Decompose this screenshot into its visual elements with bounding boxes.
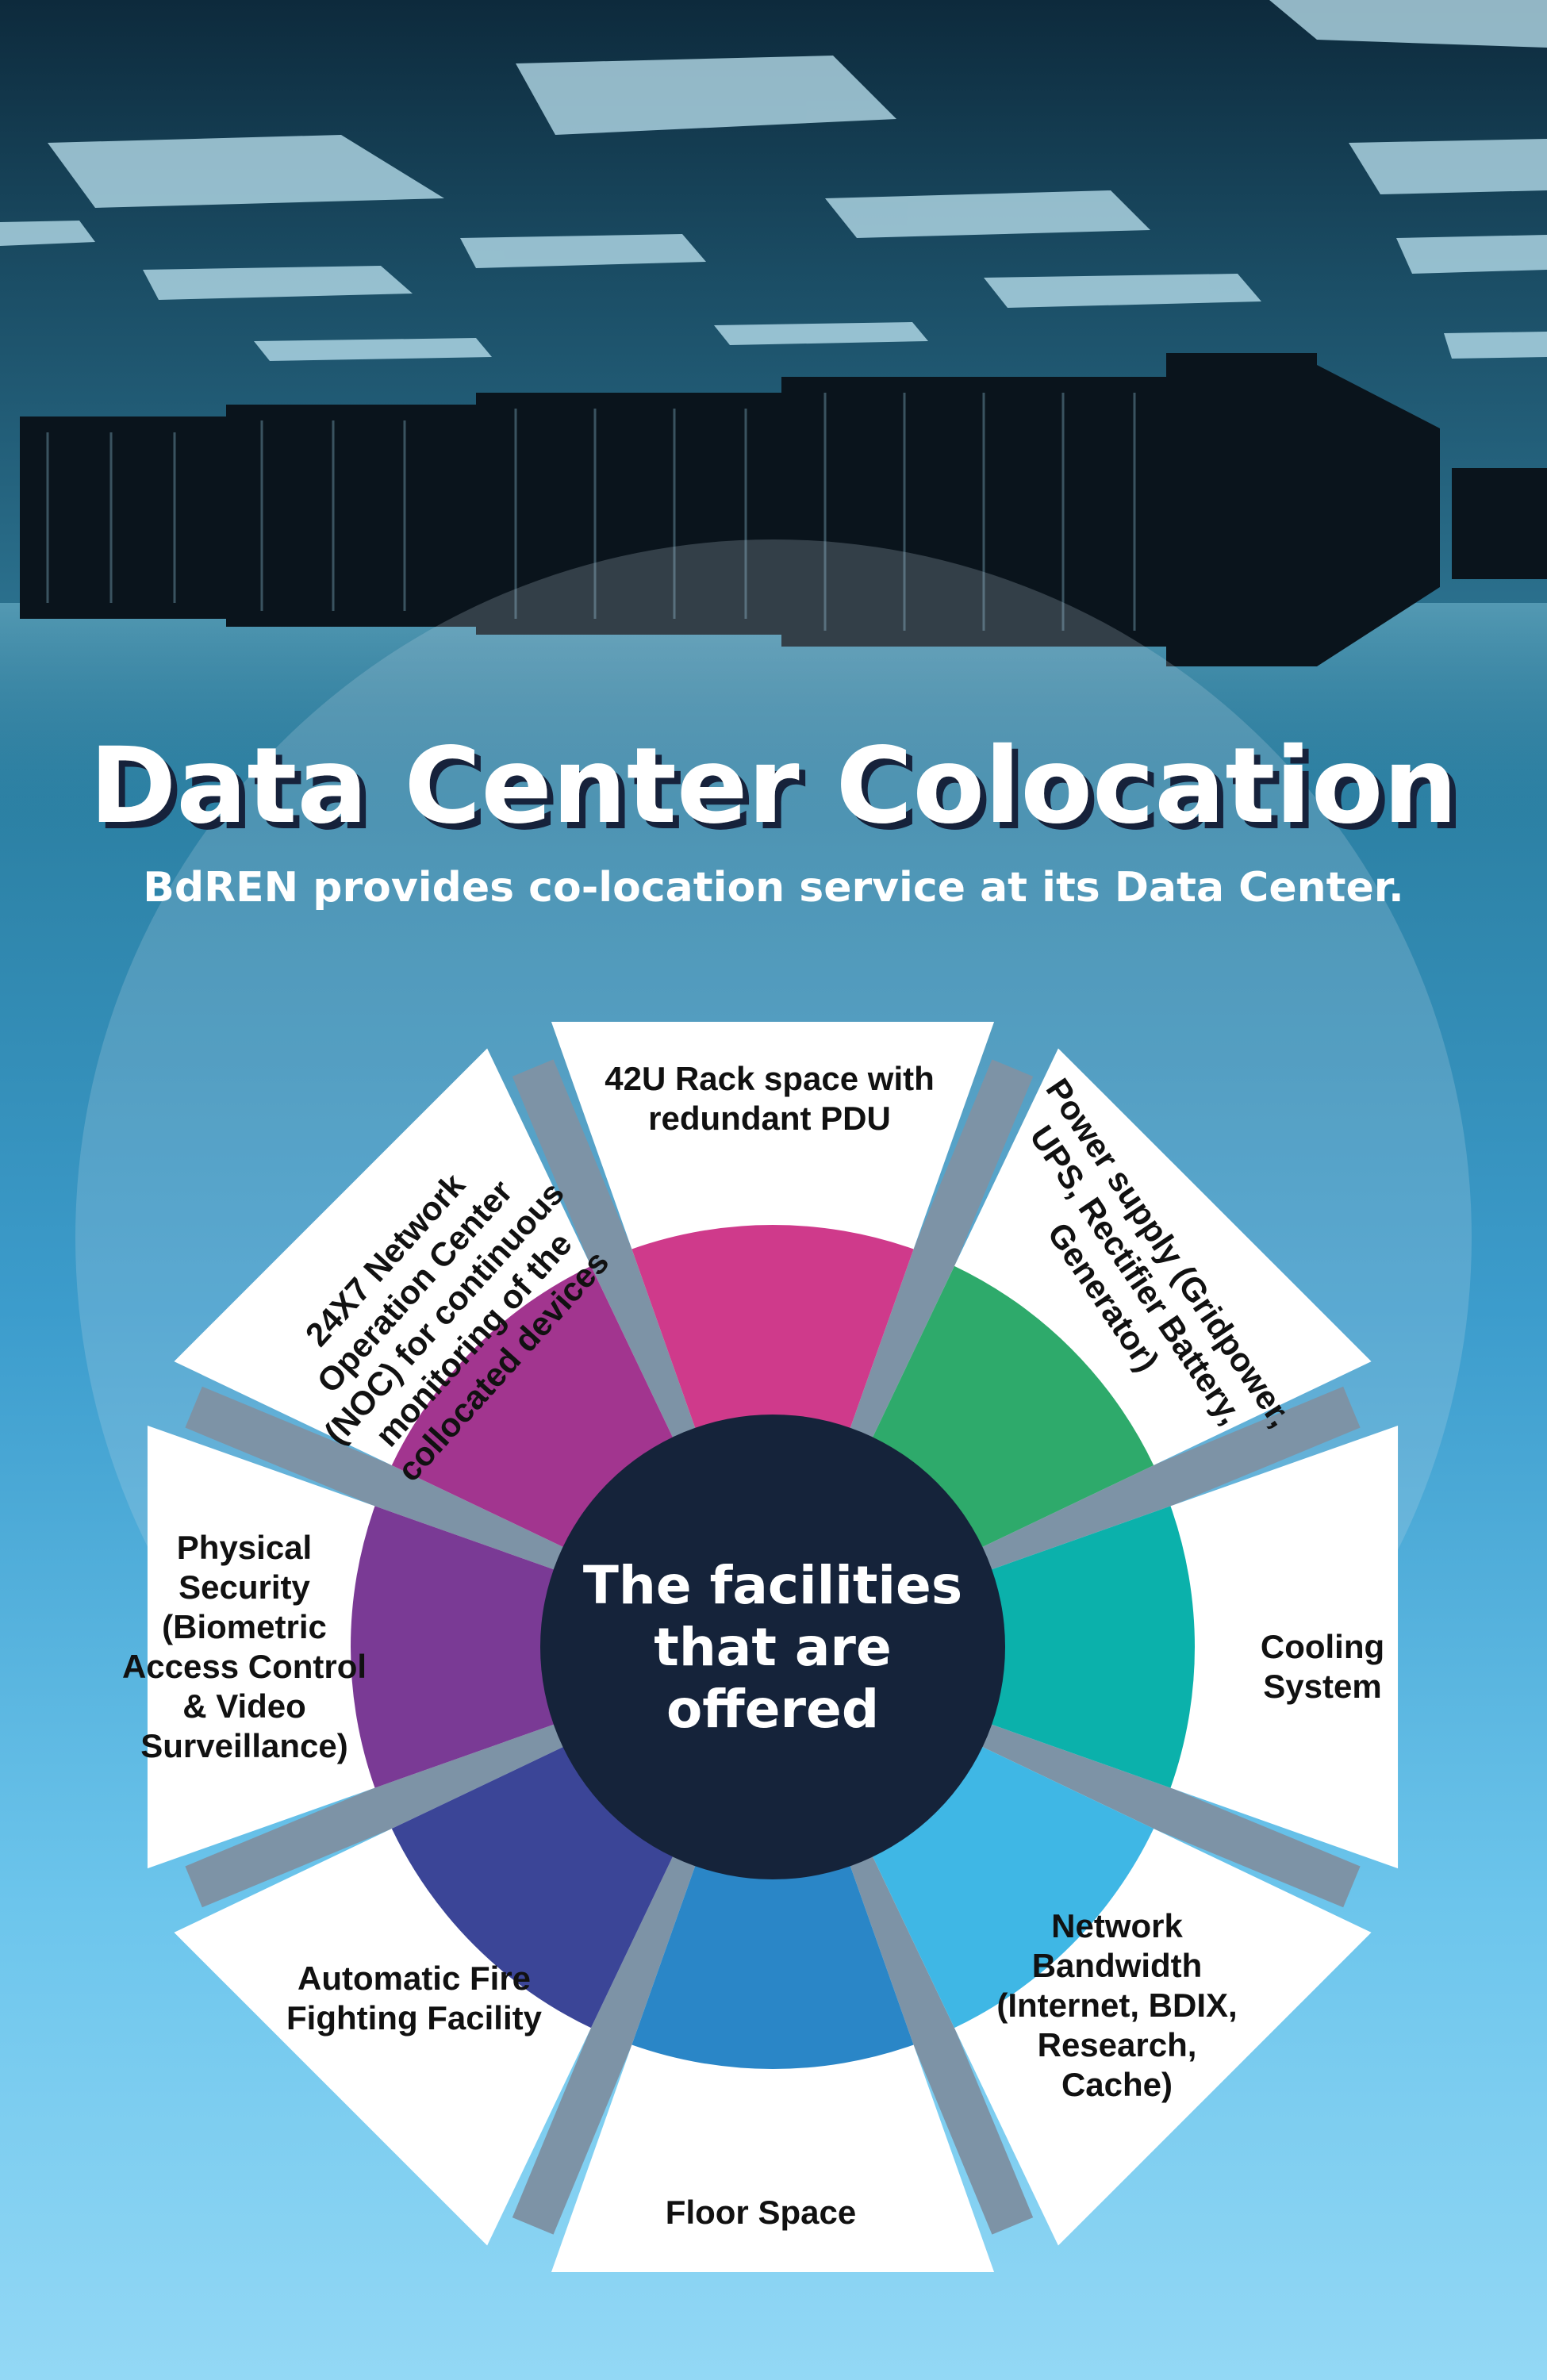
facility-label-line: Surveillance) — [140, 1727, 347, 1764]
facility-label-line: Fighting Facility — [286, 1999, 543, 2036]
data-center-photo — [0, 0, 1547, 841]
facility-label-line: Security — [178, 1568, 310, 1606]
page-subtitle: BdREN provides co-location service at it… — [143, 864, 1403, 912]
facility-label-line: Automatic Fire — [298, 1960, 531, 1997]
facility-label-line: Floor Space — [666, 2194, 856, 2231]
center-text-line: offered — [666, 1679, 879, 1740]
facility-label-line: redundant PDU — [648, 1100, 891, 1137]
header: Data Center Colocation BdREN provides co… — [90, 725, 1458, 912]
facility-label-line: Access Control — [122, 1648, 367, 1685]
facility-label-line: (Biometric — [162, 1608, 327, 1645]
server-racks — [20, 353, 1547, 666]
center-text-line: The facilities — [583, 1555, 962, 1616]
facility-label-line: Bandwidth — [1032, 1947, 1203, 1984]
center-circle — [540, 1415, 1005, 1879]
facility-label-line: System — [1263, 1668, 1381, 1705]
facility-label-line: Physical — [177, 1529, 312, 1566]
facility-label-line: & Video — [182, 1687, 306, 1725]
page-title: Data Center Colocation — [90, 725, 1458, 847]
facility-label: Floor Space — [666, 2194, 856, 2231]
facility-label-line: Network — [1051, 1907, 1183, 1944]
facility-label-line: (Internet, BDIX, — [996, 1987, 1237, 2024]
facility-label-line: 42U Rack space with — [605, 1060, 935, 1097]
facility-label-line: Cache) — [1061, 2066, 1173, 2103]
facility-label-line: Cooling — [1261, 1628, 1384, 1665]
center-text-line: that are — [654, 1617, 891, 1678]
facility-label-line: Research, — [1038, 2026, 1197, 2063]
rack-lights — [46, 393, 1136, 631]
ceiling-lights — [0, 0, 1547, 361]
